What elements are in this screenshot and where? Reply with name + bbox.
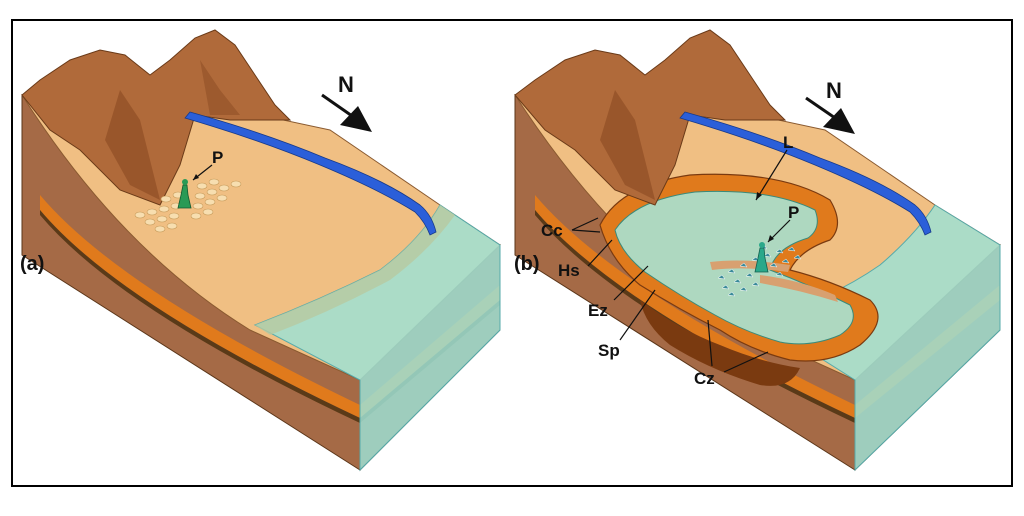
panel-a-p-arrowhead-icon (193, 174, 199, 180)
panel-b-l-arrowhead-icon (756, 192, 762, 200)
panel-b: P L N Cc Hs Ez Sp Cz (b) (514, 29, 1001, 472)
panel-b-statue-head-icon (759, 242, 765, 248)
panel-a-orange-stratum (40, 195, 360, 418)
panel-b-mountain-shade (600, 90, 655, 200)
panel-a-north-arrow-icon (340, 106, 372, 132)
panel-b-north-arrow-icon (823, 108, 855, 134)
panel-a-north-arrow-shaft (321, 93, 356, 120)
panel-b-north-arrow-shaft (805, 96, 839, 122)
panel-b-cc-pointer (571, 217, 599, 231)
panel-a-mountain-shade (105, 90, 160, 200)
panel-a-statue-icon (177, 184, 192, 209)
panel-b-cz-pointer-2 (723, 351, 769, 373)
panel-b-l-pointer (755, 149, 788, 201)
panel-b-p-arrowhead-icon (768, 235, 774, 242)
panel-b-l-label: L (783, 133, 793, 152)
panel-b-statue-icon (754, 247, 769, 273)
panel-b-sp-label: Sp (598, 341, 620, 360)
panel-b-slump-ridge-2 (710, 260, 790, 272)
panel-b-mountains (514, 29, 787, 206)
panel-b-ez-label: Ez (588, 301, 608, 320)
panel-a-shoreface (255, 205, 455, 335)
panel-a-p-label: P (212, 148, 223, 167)
panel-b-sp-pointer (619, 289, 656, 341)
panel-b-cz-pointer (707, 319, 713, 367)
panel-b-slump-ridge (760, 275, 838, 302)
panel-b-collapse-zone (640, 300, 800, 386)
panel-b-hs-label: Hs (558, 261, 580, 280)
panel-a-statue-head-icon (182, 179, 188, 185)
panel-a-north-label: N (338, 72, 354, 97)
panel-b-cc-pointer-2 (571, 229, 601, 233)
panel-b-p-label: P (788, 203, 799, 222)
panel-a-settlement (134, 178, 242, 233)
panel-b-ez-pointer (613, 265, 649, 301)
panel-b-label: (b) (514, 253, 540, 275)
panel-b-cc-label: Cc (541, 221, 563, 240)
panel-a-river (184, 111, 437, 236)
panel-b-settlement-debris (717, 244, 802, 297)
panel-b-hs-pointer (587, 239, 613, 267)
panel-b-north-label: N (826, 78, 842, 103)
panel-a-label: (a) (20, 253, 44, 275)
panel-b-orange-stratum (535, 195, 855, 418)
panel-a: P N (a) (20, 29, 501, 472)
panel-b-cz-label: Cz (694, 369, 715, 388)
panel-a-mountain-shade-2 (200, 60, 240, 115)
panel-b-river (679, 111, 932, 236)
panel-a-mountains (21, 29, 292, 206)
